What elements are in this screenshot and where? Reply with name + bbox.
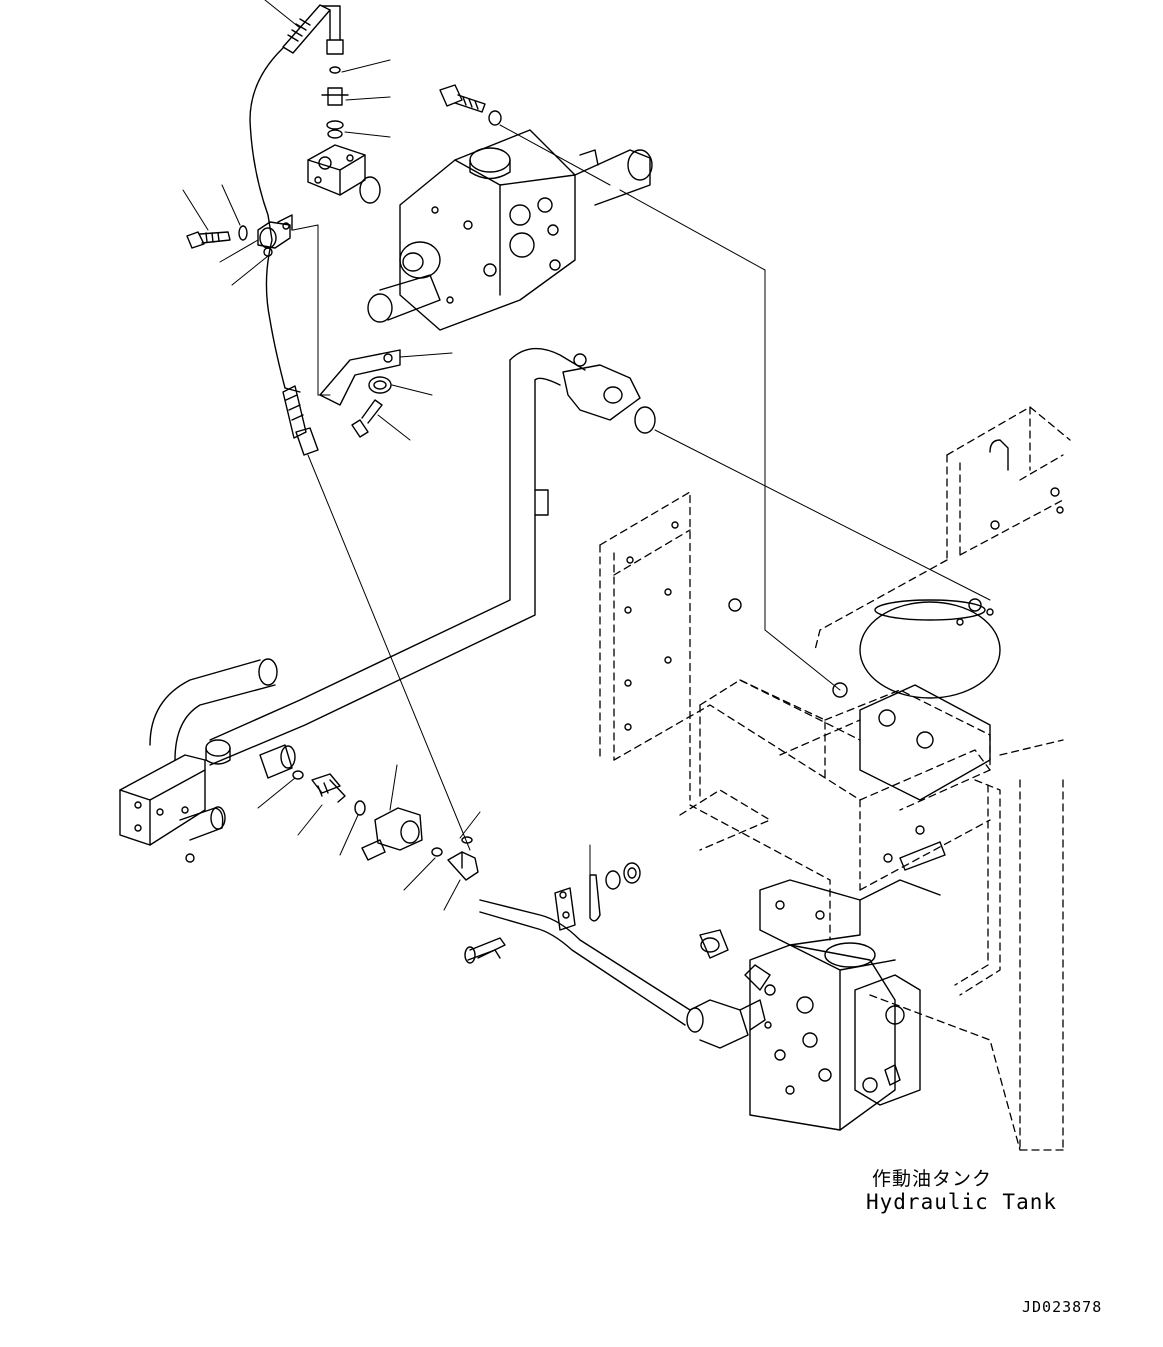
- tank-details: [625, 440, 1063, 870]
- bolt-left: [187, 226, 247, 248]
- lower-tube: [465, 900, 765, 1048]
- connection-lines: [293, 125, 990, 850]
- flange-upper: [308, 145, 380, 203]
- suction-pipe: [120, 349, 655, 862]
- fittings-row: [293, 771, 478, 880]
- callout-leaders: [183, 0, 590, 910]
- hydraulic-tank-label-jp: 作動油タンク: [872, 1168, 993, 1190]
- control-valve-upper: [368, 130, 652, 330]
- hose-clamp: [258, 215, 292, 256]
- hose-line: [250, 48, 285, 388]
- hydraulic-tank-label-en: Hydraulic Tank: [866, 1190, 1058, 1214]
- hose-fitting-bottom: [283, 386, 318, 455]
- bolt-valve-top: [440, 85, 501, 125]
- clamp-bottom: [555, 863, 640, 930]
- bracket-middle: [320, 350, 400, 437]
- hydraulic-tank-outline: [600, 407, 1070, 1150]
- drawing-code: JD023878: [1022, 1298, 1103, 1316]
- hydraulic-pump: [700, 880, 940, 1130]
- hose-fitting-top: [283, 5, 348, 138]
